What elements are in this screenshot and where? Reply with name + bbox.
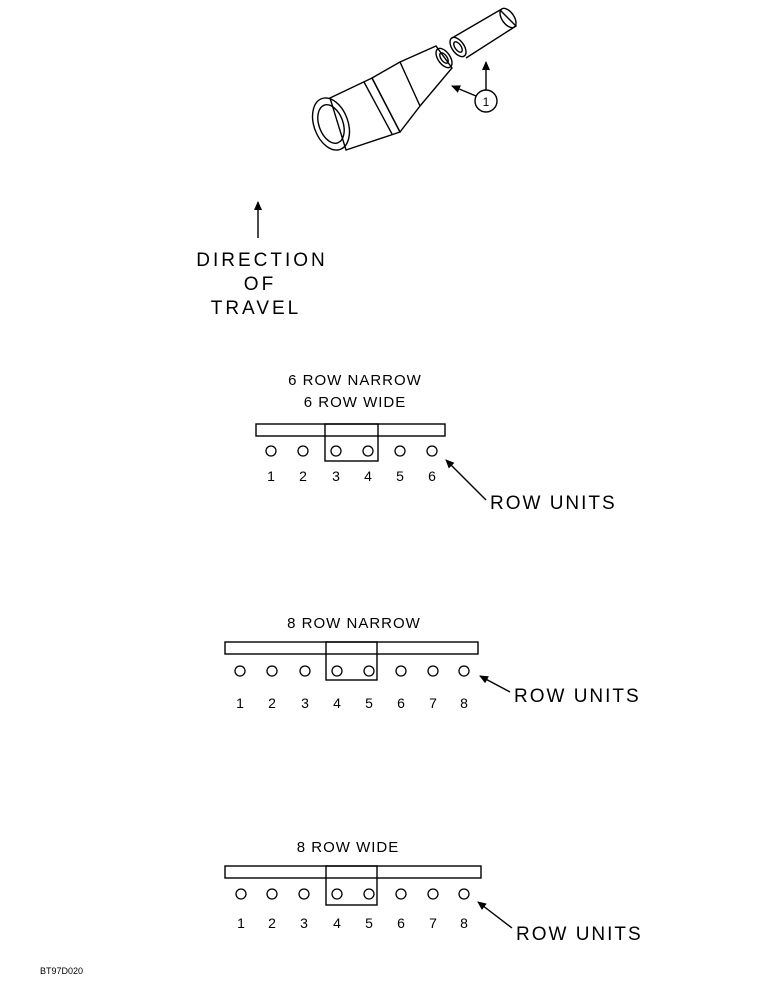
row-units-label: ROW UNITS — [490, 493, 617, 514]
row-unit-number: 3 — [332, 468, 340, 484]
row-unit-marker — [331, 665, 343, 677]
row-unit-marker — [363, 665, 375, 677]
config-8-row-wide: 8 ROW WIDE 1 2 3 4 5 6 7 8 ROW UNITS — [224, 839, 643, 945]
row-unit-marker — [363, 888, 375, 900]
config-6-row: 6 ROW NARROW 6 ROW WIDE 1 2 3 4 5 6 ROW UNITS — [255, 372, 617, 514]
center-frame — [325, 865, 378, 906]
row-unit-number: 5 — [365, 695, 373, 711]
row-unit-number: 5 — [365, 915, 373, 931]
callout-number: 1 — [483, 95, 490, 109]
row-unit-marker — [330, 445, 342, 457]
center-frame — [324, 423, 379, 462]
row-unit-number: 4 — [364, 468, 372, 484]
row-unit-marker — [297, 445, 309, 457]
row-units-pointer — [445, 459, 487, 501]
row-units-pointer — [479, 675, 511, 693]
row-unit-marker — [394, 445, 406, 457]
row-unit-marker — [458, 888, 470, 900]
row-unit-number: 1 — [236, 695, 244, 711]
row-unit-marker — [234, 665, 246, 677]
row-unit-marker — [395, 888, 407, 900]
row-unit-marker — [265, 445, 277, 457]
row-units-pointer — [477, 901, 513, 929]
row-unit-marker — [427, 665, 439, 677]
row-unit-number: 6 — [397, 695, 405, 711]
toolbar-beam — [224, 641, 479, 655]
row-unit-marker — [362, 445, 374, 457]
config-title: 8 ROW WIDE — [297, 839, 400, 856]
callout-1: 1 — [451, 61, 498, 113]
row-unit-number: 1 — [267, 468, 275, 484]
row-unit-number: 4 — [333, 915, 341, 931]
config-title: 6 ROW WIDE — [304, 394, 407, 411]
row-unit-marker — [458, 665, 470, 677]
config-8-row-narrow: 8 ROW NARROW 1 2 3 4 5 6 7 8 ROW UNITS — [224, 615, 641, 711]
hose-coupler-illustration — [311, 7, 518, 151]
direction-label-line2: OF — [244, 274, 276, 295]
row-unit-number: 2 — [268, 915, 276, 931]
row-unit-marker — [427, 888, 439, 900]
config-title: 6 ROW NARROW — [288, 372, 422, 389]
row-unit-number: 8 — [460, 915, 468, 931]
row-unit-number: 2 — [299, 468, 307, 484]
row-unit-number: 5 — [396, 468, 404, 484]
toolbar-beam — [255, 423, 446, 437]
row-unit-number: 7 — [429, 915, 437, 931]
row-unit-marker — [266, 888, 278, 900]
row-unit-number: 2 — [268, 695, 276, 711]
direction-label-line1: DIRECTION — [196, 250, 328, 271]
row-unit-marker — [298, 888, 310, 900]
row-unit-marker — [331, 888, 343, 900]
row-unit-number: 1 — [237, 915, 245, 931]
row-unit-number: 7 — [429, 695, 437, 711]
row-unit-marker — [426, 445, 438, 457]
row-unit-number: 6 — [397, 915, 405, 931]
row-unit-number: 4 — [333, 695, 341, 711]
direction-label-line3: TRAVEL — [211, 298, 302, 319]
row-units-label: ROW UNITS — [516, 924, 643, 945]
config-title: 8 ROW NARROW — [287, 615, 421, 632]
row-unit-marker — [235, 888, 247, 900]
toolbar-beam — [224, 865, 482, 879]
direction-of-travel: DIRECTION OF TRAVEL — [196, 201, 328, 319]
row-unit-number: 6 — [428, 468, 436, 484]
row-unit-marker — [395, 665, 407, 677]
figure-code: BT97D020 — [40, 966, 83, 976]
row-unit-number: 8 — [460, 695, 468, 711]
row-unit-marker — [299, 665, 311, 677]
center-frame — [325, 641, 378, 681]
row-unit-number: 3 — [300, 915, 308, 931]
row-unit-marker — [266, 665, 278, 677]
row-units-label: ROW UNITS — [514, 686, 641, 707]
row-unit-number: 3 — [301, 695, 309, 711]
